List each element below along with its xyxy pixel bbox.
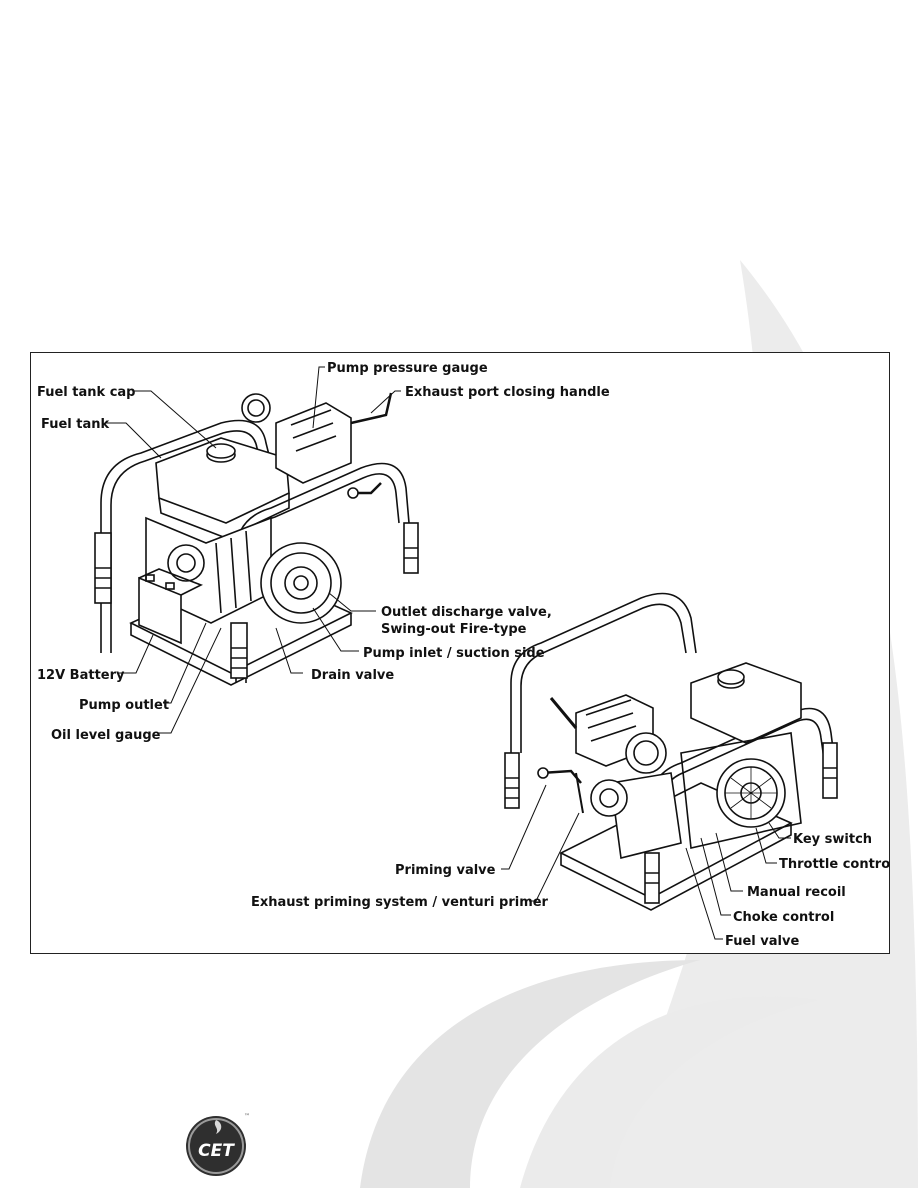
label-exhaust-priming-system: Exhaust priming system / venturi primer — [251, 895, 549, 910]
flame-icon — [214, 1120, 222, 1134]
label-fuel-valve: Fuel valve — [725, 934, 799, 949]
label-choke-control: Choke control — [733, 910, 834, 925]
label-key-switch: Key switch — [793, 832, 872, 847]
label-priming-valve: Priming valve — [395, 863, 496, 878]
cet-logo: CET ™ — [186, 1113, 250, 1176]
pump-right-illustration — [504, 592, 838, 911]
label-outlet-discharge-valve: Outlet discharge valve, — [381, 605, 552, 620]
label-outlet-discharge-valve-type: Swing-out Fire-type — [381, 622, 527, 637]
label-pump-outlet: Pump outlet — [79, 698, 169, 713]
label-12v-battery: 12V Battery — [37, 668, 125, 683]
label-fuel-tank: Fuel tank — [41, 417, 110, 432]
logo-text: CET — [198, 1141, 235, 1161]
label-pump-inlet: Pump inlet / suction side — [363, 646, 545, 661]
label-drain-valve: Drain valve — [311, 668, 394, 683]
pump-diagram: Pump pressure gauge Fuel tank cap Exhaus… — [37, 361, 891, 949]
logo-tm: ™ — [244, 1113, 250, 1120]
diagram-frame: Pump pressure gauge Fuel tank cap Exhaus… — [30, 352, 891, 954]
labels: Pump pressure gauge Fuel tank cap Exhaus… — [37, 361, 891, 949]
label-throttle-control: Throttle control — [779, 857, 891, 872]
label-fuel-tank-cap: Fuel tank cap — [37, 385, 135, 400]
label-oil-level-gauge: Oil level gauge — [51, 728, 161, 743]
leader-lines — [106, 366, 791, 940]
label-pump-pressure-gauge: Pump pressure gauge — [327, 361, 488, 376]
pump-left-illustration — [94, 392, 419, 686]
label-manual-recoil: Manual recoil — [747, 885, 846, 900]
label-exhaust-port-closing-handle: Exhaust port closing handle — [405, 385, 610, 400]
